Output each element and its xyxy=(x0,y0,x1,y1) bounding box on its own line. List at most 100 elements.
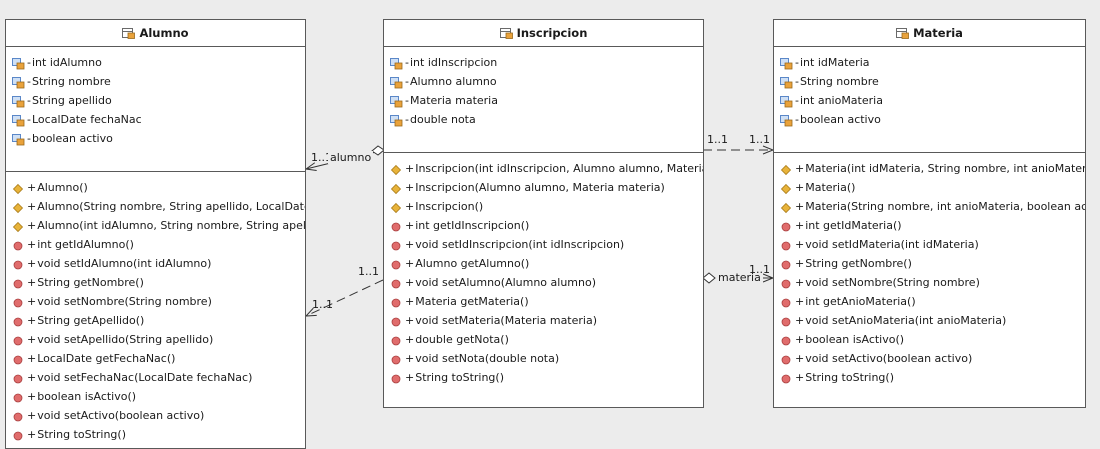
operations-compartment: +Inscripcion(int idInscripcion, Alumno a… xyxy=(384,153,703,387)
visibility: - xyxy=(405,56,409,69)
visibility: + xyxy=(27,371,37,384)
dependency-line-alumno xyxy=(306,279,384,316)
attribute-row: -Materia materia xyxy=(390,91,703,110)
visibility: - xyxy=(27,132,31,145)
method-row: +double getNota() xyxy=(390,330,703,349)
constructor-row: +Materia() xyxy=(780,178,1085,197)
visibility: + xyxy=(795,333,805,346)
attribute-row: -String apellido xyxy=(12,91,305,110)
method-row: +Materia getMateria() xyxy=(390,292,703,311)
visibility: + xyxy=(27,295,37,308)
visibility: + xyxy=(27,314,37,327)
constructor-icon xyxy=(780,163,793,175)
field-icon xyxy=(780,76,793,88)
class-materia[interactable]: Materia -int idMateria-String nombre-int… xyxy=(773,19,1086,408)
attribute-row: -String nombre xyxy=(12,72,305,91)
aggregation-diamond-materia xyxy=(702,272,716,284)
method-row: +void setNota(double nota) xyxy=(390,349,703,368)
visibility: - xyxy=(27,113,31,126)
method-row: +void setApellido(String apellido) xyxy=(12,330,305,349)
operation-text: int getAnioMateria() xyxy=(805,295,916,308)
field-icon xyxy=(780,95,793,107)
class-inscripcion[interactable]: Inscripcion -int idInscripcion-Alumno al… xyxy=(383,19,704,408)
aggregation-role-materia: materia xyxy=(716,271,763,284)
operation-text: Inscripcion(int idInscripcion, Alumno al… xyxy=(415,162,703,175)
method-icon xyxy=(390,353,403,365)
constructor-icon xyxy=(390,163,403,175)
constructor-icon xyxy=(780,182,793,194)
attribute-row: -int idAlumno xyxy=(12,53,305,72)
visibility: - xyxy=(405,75,409,88)
visibility: + xyxy=(405,181,415,194)
visibility: + xyxy=(795,238,805,251)
attributes-compartment: -int idAlumno-String nombre-String apell… xyxy=(6,47,305,172)
visibility: - xyxy=(405,113,409,126)
method-icon xyxy=(390,277,403,289)
attribute-text: LocalDate fechaNac xyxy=(31,113,142,126)
operation-text: Materia() xyxy=(805,181,856,194)
operation-text: Inscripcion() xyxy=(415,200,484,213)
class-icon xyxy=(896,27,909,39)
method-icon xyxy=(12,334,25,346)
visibility: + xyxy=(405,238,415,251)
operation-text: int getIdAlumno() xyxy=(37,238,134,251)
field-icon xyxy=(780,57,793,69)
operation-text: boolean isActivo() xyxy=(37,390,137,403)
operation-text: void setNombre(String nombre) xyxy=(37,295,212,308)
operations-compartment: + Materia(int idMateria, String nombre, i… xyxy=(774,153,1085,387)
visibility: + xyxy=(27,352,37,365)
visibility: + xyxy=(795,314,805,327)
operation-text: void setIdAlumno(int idAlumno) xyxy=(37,257,212,270)
attribute-text: Materia materia xyxy=(409,94,498,107)
operation-text: String getNombre() xyxy=(37,276,144,289)
class-header: Materia xyxy=(774,20,1085,47)
visibility: + xyxy=(405,352,415,365)
visibility: - xyxy=(27,75,31,88)
visibility: + xyxy=(27,333,37,346)
field-icon xyxy=(12,76,25,88)
method-icon xyxy=(390,334,403,346)
method-row: +String toString() xyxy=(12,425,305,444)
method-icon xyxy=(12,277,25,289)
method-row: +void setNombre(String nombre) xyxy=(12,292,305,311)
attribute-text: int idAlumno xyxy=(31,56,102,69)
method-row: +String getNombre() xyxy=(12,273,305,292)
attribute-text: int anioMateria xyxy=(799,94,883,107)
method-icon xyxy=(12,429,25,441)
operation-text: Alumno getAlumno() xyxy=(415,257,530,270)
class-name: Materia xyxy=(913,26,963,40)
method-row: +void setIdAlumno(int idAlumno) xyxy=(12,254,305,273)
operation-text: void setNota(double nota) xyxy=(415,352,560,365)
method-row: +int getIdInscripcion() xyxy=(390,216,703,235)
method-icon xyxy=(780,334,793,346)
visibility: + xyxy=(795,200,805,213)
method-row: +int getAnioMateria() xyxy=(780,292,1085,311)
field-icon xyxy=(390,95,403,107)
dependency-multiplicity-source-materia: 1..1 xyxy=(707,133,728,146)
constructor-icon xyxy=(12,182,25,194)
operation-text: void setIdInscripcion(int idInscripcion) xyxy=(415,238,625,251)
method-row: +void setAnioMateria(int anioMateria) xyxy=(780,311,1085,330)
method-icon xyxy=(12,239,25,251)
attribute-row: -int anioMateria xyxy=(780,91,1085,110)
visibility: + xyxy=(27,428,37,441)
operation-text: void setMateria(Materia materia) xyxy=(415,314,598,327)
class-alumno[interactable]: Alumno -int idAlumno-String nombre-Strin… xyxy=(5,19,306,449)
field-icon xyxy=(12,95,25,107)
attribute-row: -boolean activo xyxy=(12,129,305,148)
method-row: +boolean isActivo() xyxy=(12,387,305,406)
method-icon xyxy=(12,315,25,327)
field-icon xyxy=(780,114,793,126)
constructor-icon xyxy=(390,182,403,194)
method-icon xyxy=(390,239,403,251)
operation-text: Alumno() xyxy=(37,181,88,194)
constructor-icon xyxy=(390,201,403,213)
method-icon xyxy=(12,258,25,270)
operation-text: Materia(int idMateria, String nombre, in… xyxy=(805,162,1086,175)
visibility: + xyxy=(795,295,805,308)
operation-text: Alumno(int idAlumno, String nombre, Stri… xyxy=(37,219,306,232)
class-header: Inscripcion xyxy=(384,20,703,47)
attribute-row: -String nombre xyxy=(780,72,1085,91)
attribute-text: int idMateria xyxy=(799,56,870,69)
attribute-text: String nombre xyxy=(31,75,111,88)
